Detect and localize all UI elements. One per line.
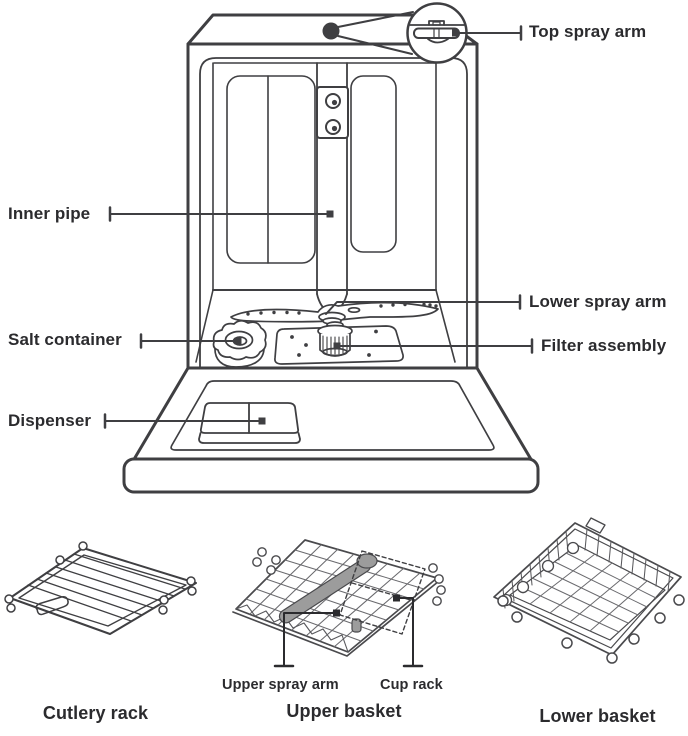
leader-inner-pipe [108,206,334,222]
upper-basket-figure [232,539,446,668]
lower-basket-figure [493,517,685,664]
back-panel-right [350,75,397,253]
label-upper-spray-arm: Upper spray arm [222,677,339,693]
caption-cutlery-rack: Cutlery rack [42,703,149,723]
leader-lower-spray-arm [325,294,522,315]
label-salt-container: Salt container [8,330,122,349]
sidewall-diag-left [195,289,214,363]
leader-top-spray-arm [452,25,523,41]
bracket-screw-bottom [325,119,341,135]
leader-filter-assembly [333,338,534,354]
dishwasher-unit [122,2,540,494]
upper-spray-arm-part [278,553,378,633]
dispenser-part [198,402,301,444]
spray-arm-holes [246,302,438,316]
label-filter-assembly: Filter assembly [541,336,667,355]
door-face [131,366,534,463]
tub-interior [195,62,456,363]
rack-handle [35,596,69,616]
label-inner-pipe: Inner pipe [8,204,91,223]
caption-lower-basket: Lower basket [539,706,656,726]
leader-upper-spray-arm [273,609,340,668]
leader-cup-rack [393,594,424,668]
door-inner-outline [170,380,495,451]
basket-tines-front [235,604,349,653]
cabinet-inner-frame [199,57,468,369]
caption-upper-basket: Upper basket [286,701,402,721]
cutlery-rack-figure [4,541,197,635]
door [122,366,540,494]
basket-handle [585,517,606,534]
label-cup-rack: Cup rack [380,677,443,693]
door-bottom-rim [122,457,540,494]
back-panel-left [226,75,316,264]
label-lower-spray-arm: Lower spray arm [529,292,667,311]
leader-lines [103,25,534,429]
floor-hatch [520,552,657,633]
leader-dispenser [103,413,266,429]
location-dot [322,22,340,40]
leader-salt-container [139,333,242,349]
rim-tines [502,528,671,609]
lower-basket-wheels [497,594,685,664]
upper-basket-wheels [252,547,446,606]
label-dispenser: Dispenser [8,411,92,430]
lower-spray-arm-part [230,301,439,325]
label-top-spray-arm: Top spray arm [529,22,647,41]
rack-slats [27,553,186,622]
magnifier-callout [322,2,468,64]
cup-rack-part [339,550,426,635]
inner-pipe-part [316,62,349,314]
rack-wheels [4,541,197,615]
bracket-screw-top [325,93,341,109]
